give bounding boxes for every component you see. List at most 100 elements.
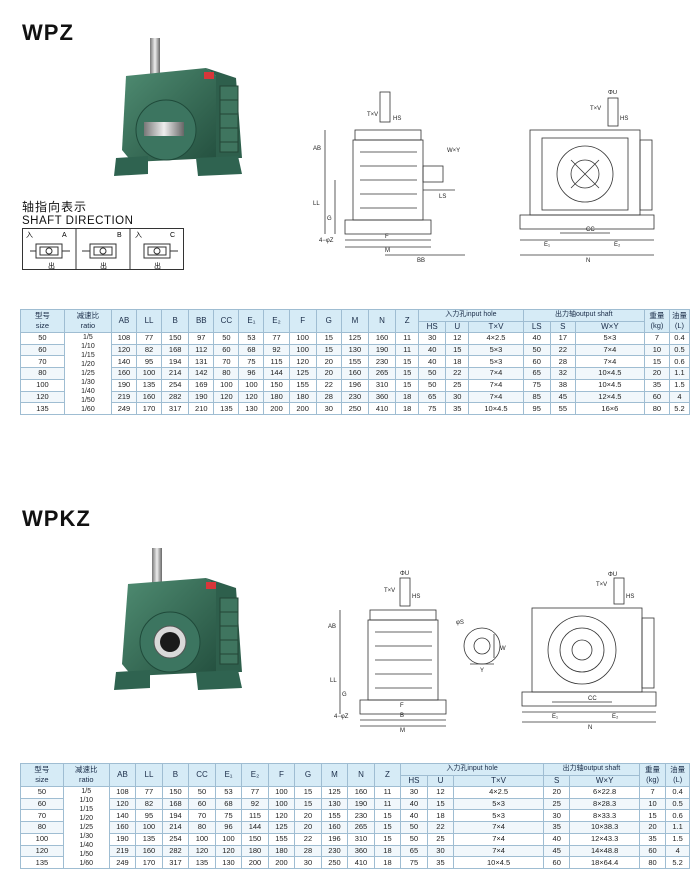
cell-size: 100 bbox=[20, 378, 65, 392]
cell-size: 70 bbox=[20, 355, 65, 369]
ratio-value: 1/30 bbox=[79, 833, 94, 840]
cell-b: 150 bbox=[161, 786, 190, 799]
ratio-value: 1/25 bbox=[81, 370, 95, 377]
cell-b: 317 bbox=[161, 856, 190, 869]
ratio-value: 1/50 bbox=[79, 851, 94, 858]
cell-txv: 5×3 bbox=[468, 343, 524, 357]
cell-n: 230 bbox=[347, 809, 375, 823]
cell-s: 45 bbox=[542, 844, 571, 858]
cell-n: 265 bbox=[347, 821, 375, 834]
cell-weight: 20 bbox=[638, 821, 667, 834]
cell-ab: 190 bbox=[110, 378, 138, 392]
cell-m: 250 bbox=[340, 402, 369, 415]
cell-cc: 135 bbox=[213, 402, 240, 415]
cell-f: 125 bbox=[267, 821, 296, 834]
col-oil: 油量(L) bbox=[668, 309, 691, 333]
shaft-direction-cn: 轴指向表示 bbox=[22, 200, 88, 214]
cell-f: 100 bbox=[267, 786, 296, 799]
col-bb: BB bbox=[188, 309, 215, 333]
wpkz-dim-txv: T×V bbox=[384, 588, 395, 594]
shaft-label-in-a: 入 bbox=[26, 231, 33, 239]
wpz-front-dim-phi-u: ΦU bbox=[608, 90, 617, 96]
cell-cc: 120 bbox=[188, 844, 216, 858]
cell-e2: 180 bbox=[241, 844, 269, 858]
cell-weight: 35 bbox=[638, 832, 667, 846]
wpz-dim-ls: LS bbox=[439, 194, 446, 200]
col-s: S bbox=[542, 774, 571, 787]
cell-s: 22 bbox=[549, 343, 576, 357]
cell-z: 18 bbox=[373, 844, 402, 858]
cell-hs: 65 bbox=[418, 390, 447, 404]
col-output-group: 出力轴output shaft bbox=[542, 763, 640, 776]
cell-hs: 75 bbox=[418, 402, 447, 415]
cell-weight: 10 bbox=[638, 797, 667, 811]
cell-b: 150 bbox=[161, 332, 190, 345]
cell-ab: 160 bbox=[110, 367, 138, 380]
cell-wxy: 16×6 bbox=[574, 402, 645, 415]
cell-txv: 5×3 bbox=[468, 355, 524, 369]
cell-n: 310 bbox=[367, 378, 397, 392]
cell-cc: 50 bbox=[213, 332, 240, 345]
wpz-dim-bb: BB bbox=[417, 258, 425, 264]
wpkz-front-dim-cc: CC bbox=[588, 696, 597, 702]
cell-b: 168 bbox=[161, 343, 190, 357]
cell-e1: 96 bbox=[238, 367, 265, 380]
wpkz-front-view-drawing: ΦU T×V HS CC E₁ E₂ N bbox=[521, 572, 657, 730]
ratio-value: 1/50 bbox=[81, 397, 95, 404]
col-weight: 重量(kg) bbox=[638, 763, 667, 787]
cell-oil: 0.6 bbox=[665, 809, 690, 823]
cell-m: 196 bbox=[320, 832, 349, 846]
cell-e1: 130 bbox=[214, 856, 243, 869]
cell-e1: 53 bbox=[214, 786, 243, 799]
col-ab: AB bbox=[110, 309, 138, 333]
cell-e1: 96 bbox=[214, 821, 243, 834]
cell-bb: 142 bbox=[188, 367, 215, 380]
ratio-value: 1/15 bbox=[81, 352, 95, 359]
cell-size: 120 bbox=[20, 390, 65, 404]
cell-ab: 219 bbox=[110, 390, 138, 404]
cell-ls: 50 bbox=[522, 343, 551, 357]
cell-n: 310 bbox=[347, 832, 375, 846]
cell-txv: 7×4 bbox=[453, 832, 544, 846]
wpz-dim-txv: T×V bbox=[367, 112, 378, 118]
cell-z: 15 bbox=[395, 355, 420, 369]
cell-ab: 120 bbox=[108, 797, 137, 811]
col-e1: E₁ bbox=[238, 309, 265, 333]
wpkz-front-dim-phi-u: ΦU bbox=[608, 572, 617, 578]
cell-g: 15 bbox=[294, 797, 322, 811]
cell-s: 55 bbox=[549, 402, 576, 415]
cell-ls: 65 bbox=[522, 367, 551, 380]
cell-txv: 7×4 bbox=[468, 390, 524, 404]
wpkz-dim-ll: LL bbox=[330, 678, 337, 684]
col-hs: HS bbox=[418, 320, 447, 333]
ratio-value: 1/10 bbox=[79, 797, 94, 804]
shaft-label-out-b: 出 bbox=[100, 261, 107, 270]
cell-ll: 170 bbox=[135, 402, 163, 415]
wpz-front-dim-cc: CC bbox=[586, 227, 595, 233]
cell-txv: 5×3 bbox=[453, 809, 544, 823]
shaft-direction-en: SHAFT DIRECTION bbox=[22, 215, 134, 227]
cell-f: 180 bbox=[288, 390, 317, 404]
wpkz-front-dim-n: N bbox=[588, 725, 592, 730]
col-m: M bbox=[340, 309, 369, 333]
cell-m: 230 bbox=[340, 390, 369, 404]
cell-e1: 120 bbox=[214, 844, 243, 858]
cell-cc: 60 bbox=[213, 343, 240, 357]
cell-m: 160 bbox=[340, 367, 369, 380]
wpz-front-dim-hs: HS bbox=[620, 116, 628, 122]
cell-f: 120 bbox=[267, 809, 296, 823]
cell-ab: 108 bbox=[110, 332, 138, 345]
wpkz-dim-phi-u: ΦU bbox=[400, 571, 409, 577]
cell-weight: 15 bbox=[643, 355, 670, 369]
cell-u: 25 bbox=[426, 832, 455, 846]
cell-z: 11 bbox=[395, 343, 420, 357]
cell-oil: 0.4 bbox=[668, 332, 691, 345]
cell-size: 135 bbox=[20, 402, 65, 415]
ratio-value: 1/20 bbox=[79, 815, 94, 822]
cell-g: 15 bbox=[294, 786, 322, 799]
cell-b: 194 bbox=[161, 809, 190, 823]
